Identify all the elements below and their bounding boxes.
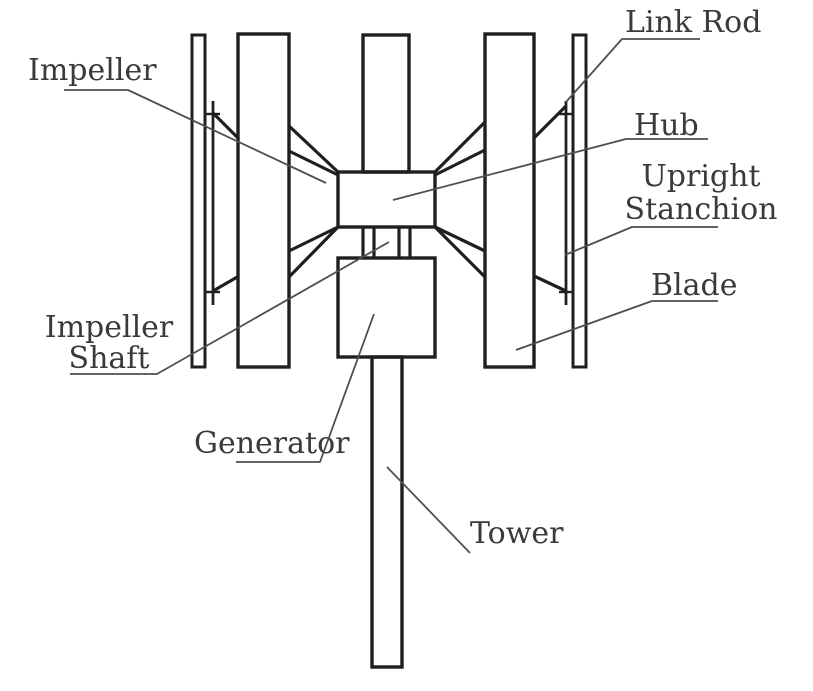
impeller-shaft-label-line2: Shaft xyxy=(69,341,150,376)
label-upright-stanchion: Upright Stanchion xyxy=(564,159,778,256)
blade-label-text: Blade xyxy=(651,268,737,303)
impeller-shaft-leader-line xyxy=(70,241,390,375)
link-rod-right-lower-outer xyxy=(533,274,567,293)
tower-leader-line xyxy=(386,466,471,554)
left-link-rods xyxy=(211,111,340,293)
label-blade: Blade xyxy=(515,268,737,351)
generator-label-text: Generator xyxy=(194,426,350,461)
tower-shape xyxy=(370,355,404,669)
impeller-shaft-label-line1: Impeller xyxy=(45,310,174,345)
impeller-label-text: Impeller xyxy=(28,53,157,88)
hub-label-text: Hub xyxy=(634,108,699,143)
right-blade-shape xyxy=(483,32,536,369)
link-rod-right-upper-1 xyxy=(433,120,487,174)
right-upright-stanchion-shape xyxy=(559,101,573,305)
tower-label-text: Tower xyxy=(470,516,564,551)
link-rod-right-lower-2 xyxy=(433,225,487,279)
upright-stanchion-leader-line xyxy=(564,226,718,256)
link-rod-left-upper-outer xyxy=(211,111,241,141)
link-rod-left-lower-outer xyxy=(212,274,240,293)
label-impeller-shaft: Impeller Shaft xyxy=(45,241,390,376)
hub-shape xyxy=(336,170,437,229)
label-link-rod: Link Rod xyxy=(565,5,761,103)
label-impeller: Impeller xyxy=(28,53,327,184)
hub-leader-line xyxy=(392,138,708,201)
left-edge-blade-shape xyxy=(190,33,207,369)
generator-leader-line xyxy=(236,313,375,463)
right-link-rods xyxy=(433,104,568,293)
label-generator: Generator xyxy=(194,313,375,463)
link-rod-left-upper-2 xyxy=(288,149,339,177)
label-hub: Hub xyxy=(392,108,708,201)
impeller-leader-line xyxy=(64,89,327,184)
upright-stanchion-label-line1: Upright xyxy=(641,159,760,194)
link-rod-left-lower-1 xyxy=(288,225,339,253)
link-rod-right-lower-1 xyxy=(434,225,486,253)
upper-shaft-column-shape xyxy=(361,33,411,174)
link-rod-left-lower-2 xyxy=(287,225,340,279)
link-rod-right-upper-2 xyxy=(434,148,486,177)
left-blade-shape xyxy=(236,32,291,369)
impeller-shaft-shape xyxy=(361,227,412,258)
right-edge-blade-shape xyxy=(571,33,588,369)
label-tower: Tower xyxy=(386,466,564,554)
upright-stanchion-label-line2: Stanchion xyxy=(625,192,778,227)
turbine-drawing xyxy=(190,32,588,669)
generator-shape xyxy=(336,256,437,359)
link-rod-right-upper-outer xyxy=(532,104,568,140)
link-rod-leader-line xyxy=(565,38,700,103)
link-rod-left-upper-1 xyxy=(287,124,340,174)
blade-leader-line xyxy=(515,300,718,351)
link-rod-label-text: Link Rod xyxy=(625,5,761,40)
